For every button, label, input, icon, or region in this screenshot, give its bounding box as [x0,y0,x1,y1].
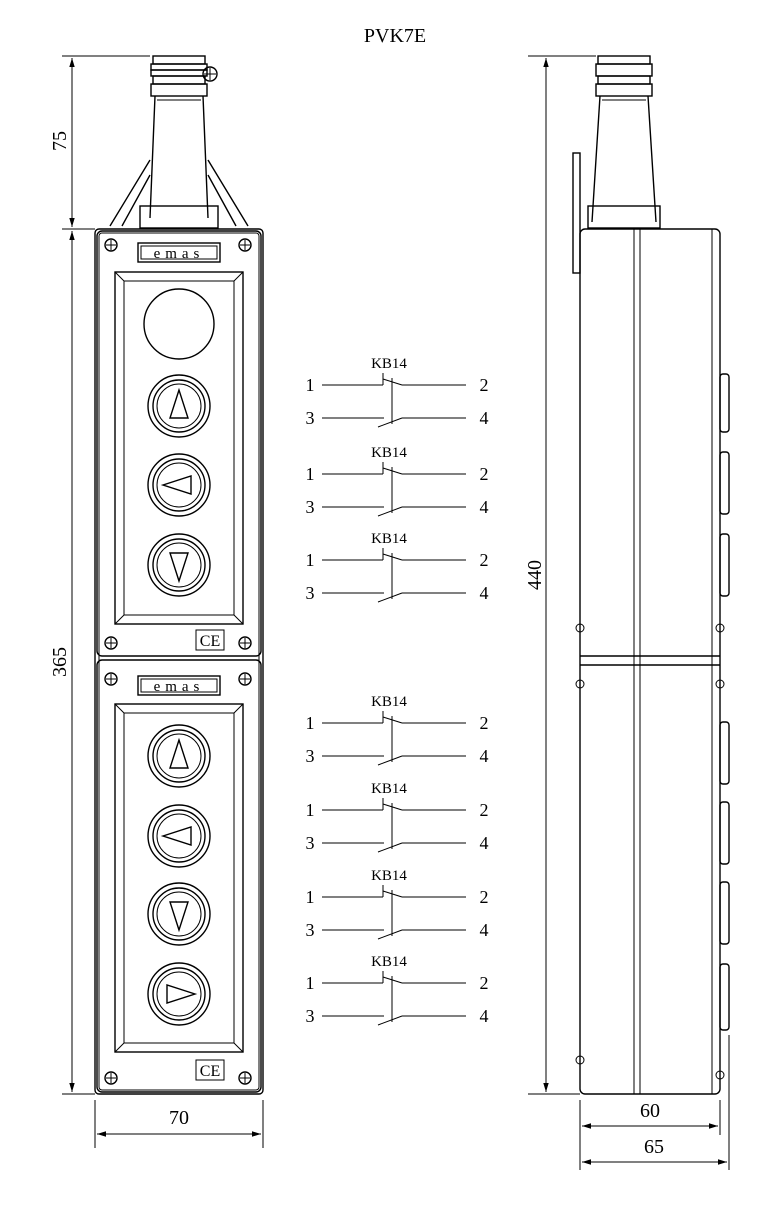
terminal-number: 2 [480,973,489,993]
no-contact-blade [377,506,403,517]
terminal-number: 1 [306,464,315,484]
dimension-depth-total: 65 [644,1136,664,1158]
terminal-number: 3 [306,833,315,853]
terminal-number: 4 [480,408,489,428]
no-contact-blade [377,592,403,603]
screw-icon [238,672,252,686]
terminal-number: 3 [306,497,315,517]
terminal-number: 4 [480,497,489,517]
contact-block-label: KB14 [371,531,407,547]
brand-logo-text: emas [154,246,205,262]
contact-block-label: KB14 [371,868,407,884]
terminal-number: 2 [480,713,489,733]
terminal-number: 1 [306,550,315,570]
side-screws [575,623,725,1080]
ce-mark-icon: CE [195,1059,225,1081]
screw-icon [104,636,118,650]
terminal-number: 4 [480,1006,489,1026]
no-contact-blade [377,842,403,853]
contact-block-label: KB14 [371,445,407,461]
terminal-number: 3 [306,920,315,940]
contact-block-label: KB14 [371,954,407,970]
terminal-number: 2 [480,550,489,570]
lower-module: emas [96,659,262,1093]
terminal-number: 1 [306,887,315,907]
dimension-enclosure-height: 365 [49,647,71,677]
no-contact-blade [377,755,403,766]
terminal-number: 3 [306,1006,315,1026]
side-dimensions: 440 60 65 [524,55,730,1170]
enclosure-front [94,228,264,1095]
ce-mark-text: CE [200,1063,220,1080]
terminal-number: 2 [480,464,489,484]
front-dimensions: 75 365 70 [49,55,264,1148]
terminal-number: 2 [480,887,489,907]
contact-block-label: KB14 [371,781,407,797]
upper-module: emas [96,230,262,657]
no-contact-blade [377,1015,403,1026]
terminal-number: 3 [306,583,315,603]
button-left-icon [147,804,211,868]
screw-icon [104,672,118,686]
terminal-number: 3 [306,746,315,766]
side-view: 440 60 65 [524,55,730,1170]
dimension-depth-body: 60 [640,1100,660,1122]
side-button-caps [719,373,730,1031]
screw-icon [104,238,118,252]
button-down-icon [147,882,211,946]
brand-logo: emas [137,675,221,696]
terminal-number: 1 [306,375,315,395]
button-down-icon [147,533,211,597]
no-contact-blade [377,417,403,428]
no-contact-blade [377,929,403,940]
dimension-width: 70 [169,1107,189,1129]
front-view: emas [49,55,264,1148]
blank-plug [143,288,215,360]
enclosure-side [579,228,721,1095]
dimension-gland-height: 75 [49,131,71,151]
terminal-number: 4 [480,746,489,766]
dimension-total-height: 440 [524,560,546,590]
terminal-number: 1 [306,800,315,820]
cable-gland-side [572,55,661,274]
ce-mark-icon: CE [195,629,225,651]
button-right-icon [147,962,211,1026]
terminal-number: 2 [480,375,489,395]
button-up-icon [147,374,211,438]
terminal-number: 1 [306,713,315,733]
cable-gland-front [109,55,249,229]
screw-icon [238,1071,252,1085]
terminal-number: 4 [480,583,489,603]
terminal-number: 2 [480,800,489,820]
brand-logo: emas [137,242,221,263]
drawing-title: PVK7E [364,25,426,47]
terminal-number: 1 [306,973,315,993]
screw-icon [238,636,252,650]
screw-icon [104,1071,118,1085]
terminal-number: 3 [306,408,315,428]
button-left-icon [147,453,211,517]
button-up-icon [147,724,211,788]
contact-block-label: KB14 [371,694,407,710]
contact-block-label: KB14 [371,356,407,372]
brand-logo-text: emas [154,679,205,695]
terminal-number: 4 [480,833,489,853]
screw-icon [238,238,252,252]
ce-mark-text: CE [200,633,220,650]
terminal-number: 4 [480,920,489,940]
